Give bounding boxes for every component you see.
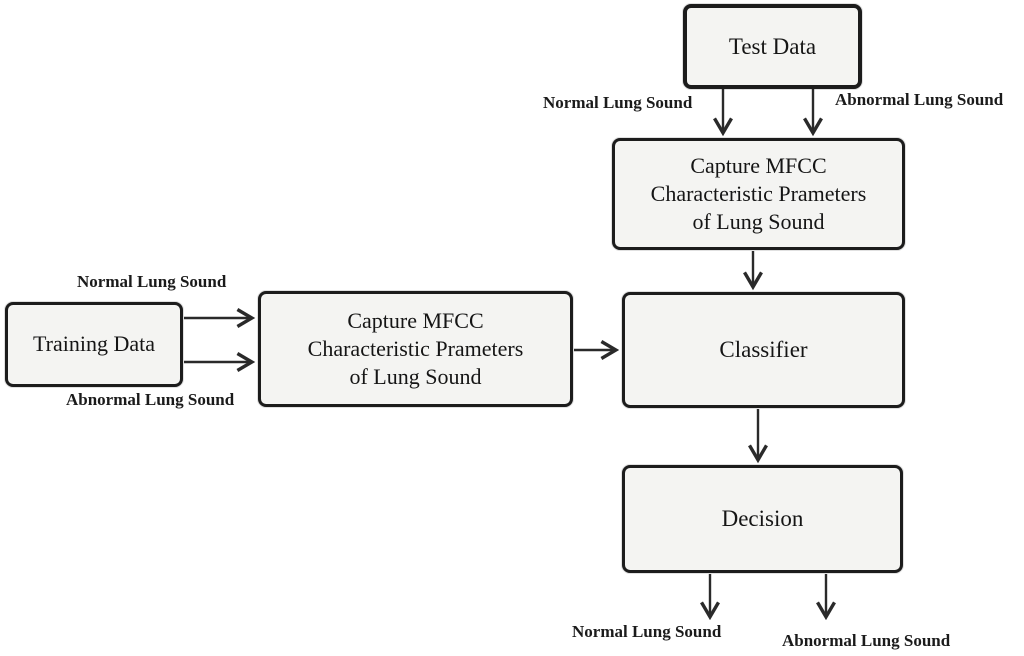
node-capture-mfcc-test: Capture MFCC Characteristic Prameters of… (612, 138, 905, 250)
node-capture-mfcc-train: Capture MFCC Characteristic Prameters of… (258, 291, 573, 407)
edge-label-train-abnormal: Abnormal Lung Sound (66, 390, 235, 409)
edge-label-decision-normal: Normal Lung Sound (572, 622, 722, 641)
node-test-data: Test Data (683, 4, 862, 89)
edge-label-test-abnormal: Abnormal Lung Sound (835, 90, 1004, 109)
node-decision: Decision (622, 465, 903, 573)
node-classifier: Classifier (622, 292, 905, 408)
node-training-data: Training Data (5, 302, 183, 387)
edge-label-decision-abnormal: Abnormal Lung Sound (782, 631, 951, 650)
edge-label-train-normal: Normal Lung Sound (77, 272, 227, 291)
edge-label-test-normal: Normal Lung Sound (543, 93, 693, 112)
